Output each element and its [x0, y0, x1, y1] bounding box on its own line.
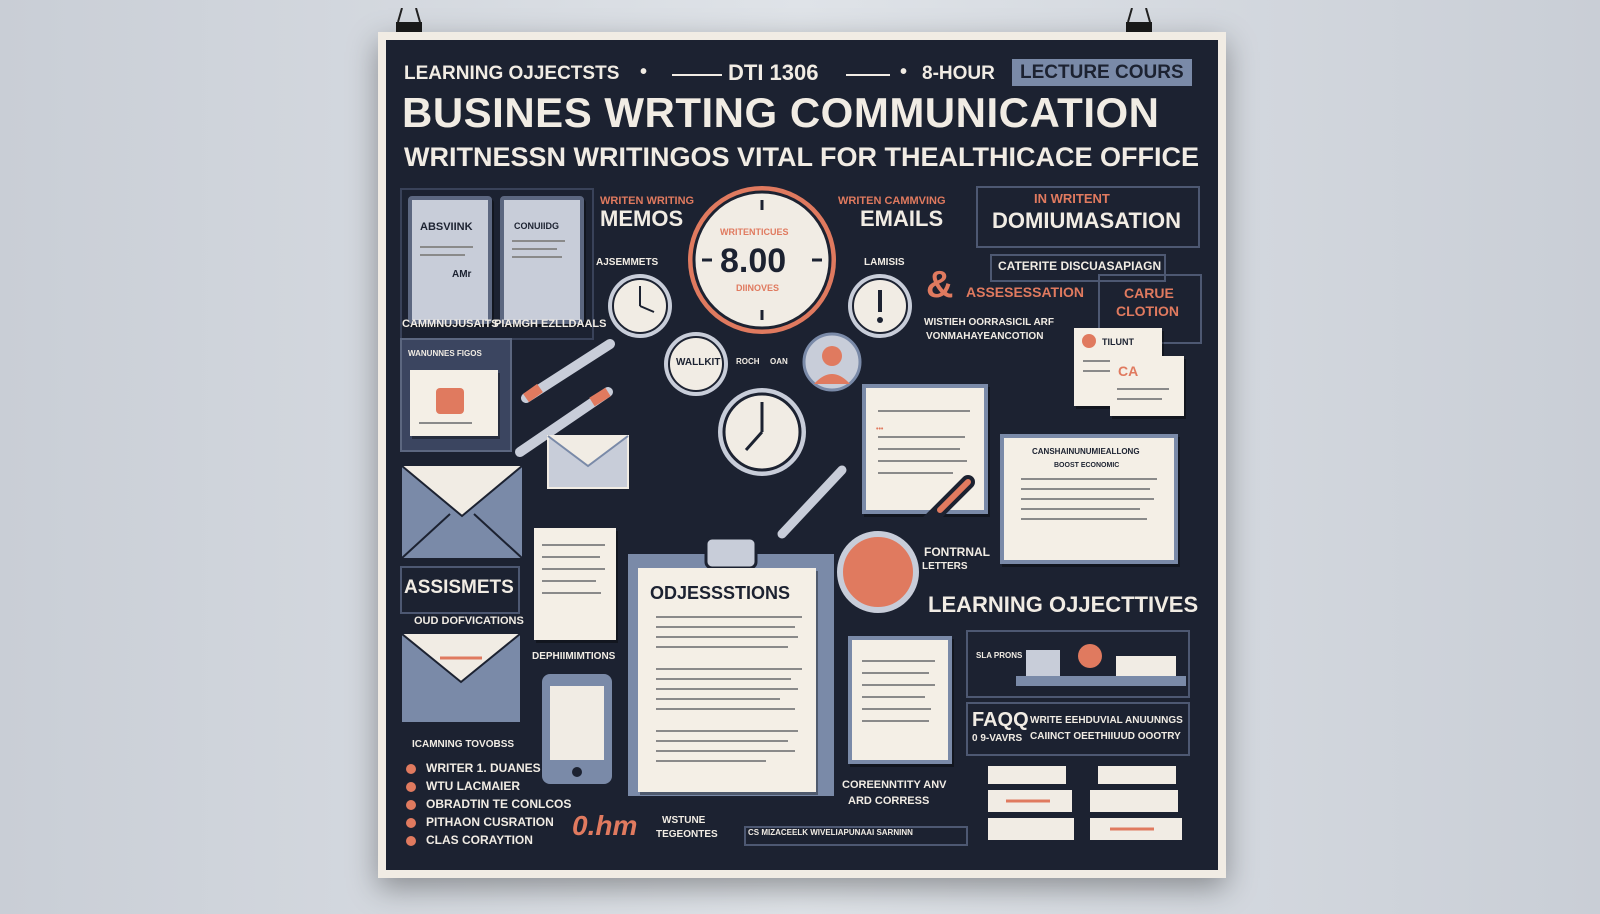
tablet-icon	[540, 672, 614, 786]
phone-doc-right-title: CONUIIDG	[514, 221, 559, 231]
bullet-item-3: OBRADTIN TE CONLCOS	[406, 798, 571, 810]
label-write-line2: CAIINCT OEETHIIUUD OOOTRY	[1030, 731, 1181, 742]
top-dot: •	[640, 61, 648, 83]
bullet-item-1: WRITER 1. DUANES	[406, 762, 571, 774]
label-ajsements: AJSEMMETS	[596, 257, 659, 268]
envelope-icon-large	[400, 464, 524, 560]
clock-top-text: WRITENTICUES	[720, 227, 789, 237]
poster-title: BUSINES WRTING COMMUNICATION	[402, 89, 1160, 136]
label-faqq: FAQQ	[972, 709, 1029, 731]
label-piamgh: PIAMGH EZLLDAALS	[494, 318, 607, 330]
pen-icon-3	[776, 464, 848, 540]
binder-stack-icon	[986, 764, 1186, 842]
course-code: DTI 1306	[728, 60, 819, 85]
phone-doc-left-title: ABSVIINK	[420, 221, 473, 233]
poster-subtitle: WRITNESSN WRITINGOS VITAL FOR THEALTHICA…	[404, 142, 1199, 172]
label-write-line1: WRITE EEHDUVIAL ANUUNNGS	[1030, 715, 1183, 726]
label-wistieh: WISTIEH OORRASICIL ARF	[924, 317, 1054, 328]
screen-doc: CANSHAINUNUMIEALLONG BOOST ECONOMIC	[1000, 434, 1178, 564]
label-cammnujusaits: CAMMNUJUSAITS	[402, 318, 499, 330]
label-icamning: ICAMNING TOVOBSS	[412, 739, 515, 750]
label-lamisis: LAMISIS	[864, 257, 905, 268]
hour-label: 8-HOUR	[922, 63, 995, 84]
label-assisments: ASSISMETS	[404, 577, 514, 598]
label-memos: MEMOS	[600, 206, 684, 231]
faq-frame	[966, 702, 1190, 756]
desk-items-icon	[1016, 636, 1186, 688]
label-oan: OAN	[770, 357, 788, 366]
top-rule-right	[846, 74, 890, 76]
desk-frame	[966, 630, 1190, 698]
documentation-frame	[976, 186, 1200, 248]
label-faq-sub: 0 9-VAVRS	[972, 733, 1023, 744]
label-learning-objectives: LEARNING OJJECTTIVES	[928, 592, 1199, 617]
label-carue: CARUE	[1124, 285, 1174, 301]
phone-doc-right: CONUIIDG	[500, 196, 584, 324]
label-sla-prons: SLA PRONS	[976, 651, 1023, 660]
envelope-icon-small	[546, 434, 630, 490]
top-rule-left	[672, 74, 722, 76]
label-coreenty: COREENNTITY ANV	[842, 779, 947, 791]
note-doc-2-title: CA	[1118, 363, 1139, 379]
label-fontrnal: FONTRNAL	[924, 545, 990, 559]
clock-time: 8.00	[720, 242, 787, 280]
label-corress: ARD CORRESS	[848, 795, 930, 807]
clock-bottom-text: DIINOVES	[736, 283, 780, 293]
bullet-list: WRITER 1. DUANES WTU LACMAIER OBRADTIN T…	[406, 762, 571, 846]
top-dot-2: •	[900, 61, 908, 83]
label-tilunt-marker: •••	[876, 426, 884, 433]
assessments-frame	[400, 566, 520, 614]
label-wistune-2: TEGEONTES	[656, 829, 718, 840]
label-in-written: IN WRITENT	[1034, 191, 1110, 206]
bullet-item-2: WTU LACMAIER	[406, 780, 571, 792]
pen-icon-1	[518, 336, 618, 406]
phone-doc-left-sig: AMr	[452, 269, 472, 280]
label-assesessation: ASSESESSATION	[966, 284, 1084, 300]
bullet-item-4: PITHAON CUSRATION	[406, 816, 571, 828]
label-documentation: DOMIUMASATION	[992, 208, 1182, 233]
phone-doc-left: ABSVIINK AMr	[408, 196, 492, 324]
top-learning-label: LEARNING OJJECTSTS	[404, 63, 620, 84]
objections-doc: ODJESSSTIONS	[638, 568, 816, 792]
label-wallkit: WALLKIT	[676, 357, 721, 368]
screen-doc-title: CANSHAINUNUMIEALLONG	[1032, 447, 1140, 456]
label-written-camm: WRITEN CAMMVING	[838, 195, 946, 207]
label-wistune-1: WSTUNE	[662, 815, 706, 826]
label-ohm: 0.hm	[572, 810, 638, 841]
label-emails: EMAILS	[860, 206, 944, 231]
label-roch: ROCH	[736, 357, 760, 366]
pen-icon-2	[512, 384, 616, 460]
wall-clock-icon	[716, 386, 808, 478]
lecture-badge: LECTURE COURS	[1012, 59, 1192, 86]
label-wannes: WANUNNES FIGOS	[408, 349, 482, 358]
note-doc-2: CA	[1110, 356, 1184, 416]
label-written-writing: WRITEN WRITING	[600, 195, 695, 207]
small-clock-icon-1	[606, 272, 674, 340]
bullet-item-5: CLAS CORAYTION	[406, 834, 571, 846]
person-avatar-icon	[802, 332, 862, 392]
magnifier-icon	[830, 472, 978, 620]
poster: LEARNING OJJECTSTS • DTI 1306 • 8-HOUR L…	[378, 32, 1226, 878]
cs-line-frame	[744, 826, 968, 846]
paper-doc-right	[848, 636, 952, 764]
label-caterite: CATERITE DISCUASAPIAGN	[998, 259, 1162, 273]
big-clock-icon	[684, 182, 840, 338]
monitor-doc	[410, 370, 498, 436]
label-dephiimintions: DEPHIIMIMTIONS	[532, 651, 616, 662]
envelope-icon-open	[400, 632, 522, 724]
label-cs-line: CS MIZACEELK WIVELIAPUNAAI SARNINN	[748, 828, 913, 837]
label-letters: LETTERS	[922, 561, 968, 572]
caterite-frame	[990, 254, 1166, 282]
label-oud-docs: OUD DOFVICATIONS	[414, 615, 524, 627]
poster-board: LEARNING OJJECTSTS • DTI 1306 • 8-HOUR L…	[386, 40, 1218, 870]
note-doc-1-title: TILUNT	[1102, 337, 1134, 347]
ampersand: &	[926, 264, 954, 306]
paper-doc-left	[534, 528, 616, 640]
objections-title: ODJESSSTIONS	[650, 583, 791, 603]
label-clotion: CLOTION	[1116, 303, 1179, 319]
small-clock-icon-2	[662, 330, 730, 398]
label-vonmah: VONMAHAYEANCOTION	[926, 331, 1044, 342]
alert-clock-icon	[846, 272, 914, 340]
screen-doc-subtitle: BOOST ECONOMIC	[1054, 462, 1120, 469]
